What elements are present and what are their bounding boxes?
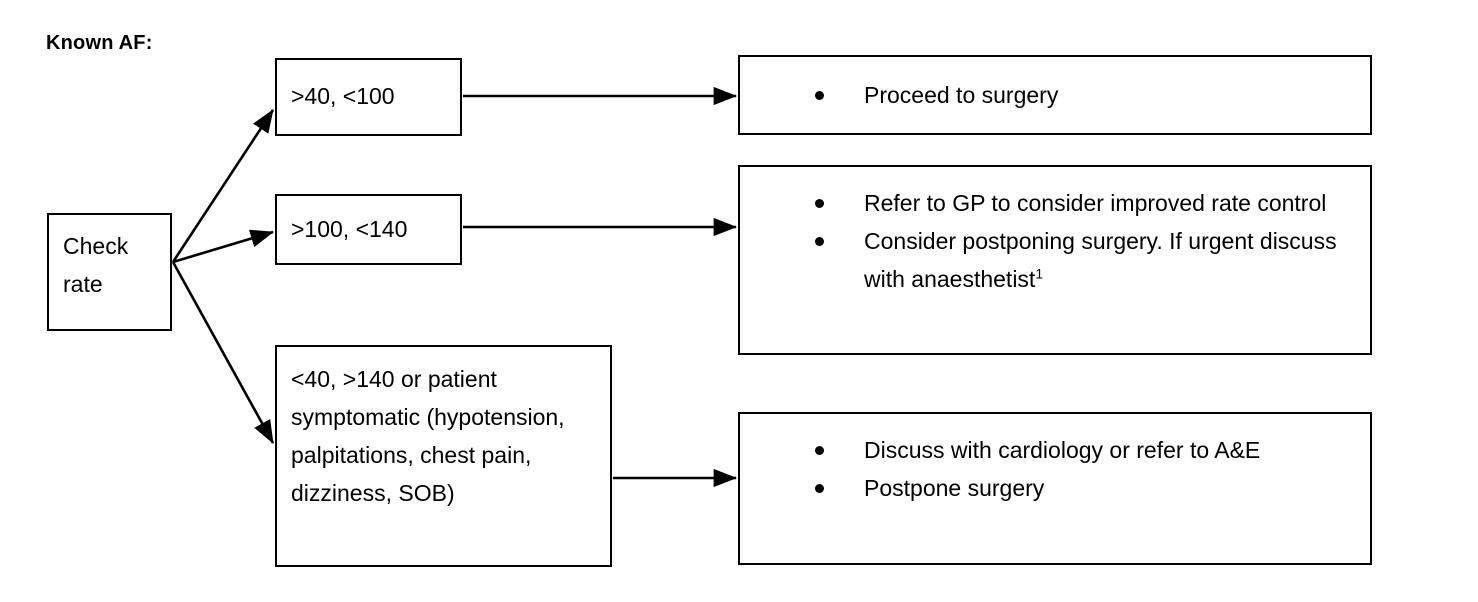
node-condition-2-label: >100, <140 xyxy=(291,216,408,242)
node-condition-rate-extreme-or-symptomatic[interactable]: <40, >140 or patient symptomatic (hypote… xyxy=(275,345,612,567)
bullet-text: Refer to GP to consider improved rate co… xyxy=(864,190,1327,216)
node-condition-rate-100-140[interactable]: >100, <140 xyxy=(275,194,462,265)
node-outcome-proceed-to-surgery[interactable]: Proceed to surgery xyxy=(738,55,1372,135)
footnote-marker: 1 xyxy=(1035,265,1044,282)
node-outcome-cardiology-postpone[interactable]: Discuss with cardiology or refer to A&E … xyxy=(738,412,1372,565)
node-condition-3-label: <40, >140 or patient symptomatic (hypote… xyxy=(291,366,565,506)
bullet-text: Discuss with cardiology or refer to A&E xyxy=(864,437,1261,463)
node-outcome-refer-gp-postpone[interactable]: Refer to GP to consider improved rate co… xyxy=(738,165,1372,355)
outcome-1-bullet-list: Proceed to surgery xyxy=(740,76,1370,114)
node-condition-rate-40-100[interactable]: >40, <100 xyxy=(275,58,462,136)
node-check-rate-label: Check rate xyxy=(63,233,129,297)
bullet-icon xyxy=(815,237,824,246)
node-condition-1-label: >40, <100 xyxy=(291,83,395,109)
bullet-text: Postpone surgery xyxy=(864,475,1045,501)
list-item: Proceed to surgery xyxy=(740,76,1370,114)
list-item: Refer to GP to consider improved rate co… xyxy=(740,184,1370,222)
connector-check-rate-to-cond-1 xyxy=(171,109,275,263)
list-item: Postpone surgery xyxy=(740,469,1370,507)
bullet-icon xyxy=(815,91,824,100)
node-check-rate[interactable]: Check rate xyxy=(47,213,172,331)
bullet-text: Consider postponing surgery. If urgent d… xyxy=(864,228,1337,292)
page-title: Known AF: xyxy=(46,32,153,54)
list-item: Discuss with cardiology or refer to A&E xyxy=(740,431,1370,469)
bullet-icon xyxy=(815,484,824,493)
bullet-icon xyxy=(815,199,824,208)
connector-check-rate-to-cond-3 xyxy=(171,261,275,444)
connector-check-rate-to-cond-2 xyxy=(172,229,274,264)
outcome-3-bullet-list: Discuss with cardiology or refer to A&E … xyxy=(740,431,1370,507)
list-item: Consider postponing surgery. If urgent d… xyxy=(740,222,1370,298)
outcome-2-bullet-list: Refer to GP to consider improved rate co… xyxy=(740,184,1370,298)
bullet-icon xyxy=(815,446,824,455)
bullet-text: Proceed to surgery xyxy=(864,82,1059,108)
